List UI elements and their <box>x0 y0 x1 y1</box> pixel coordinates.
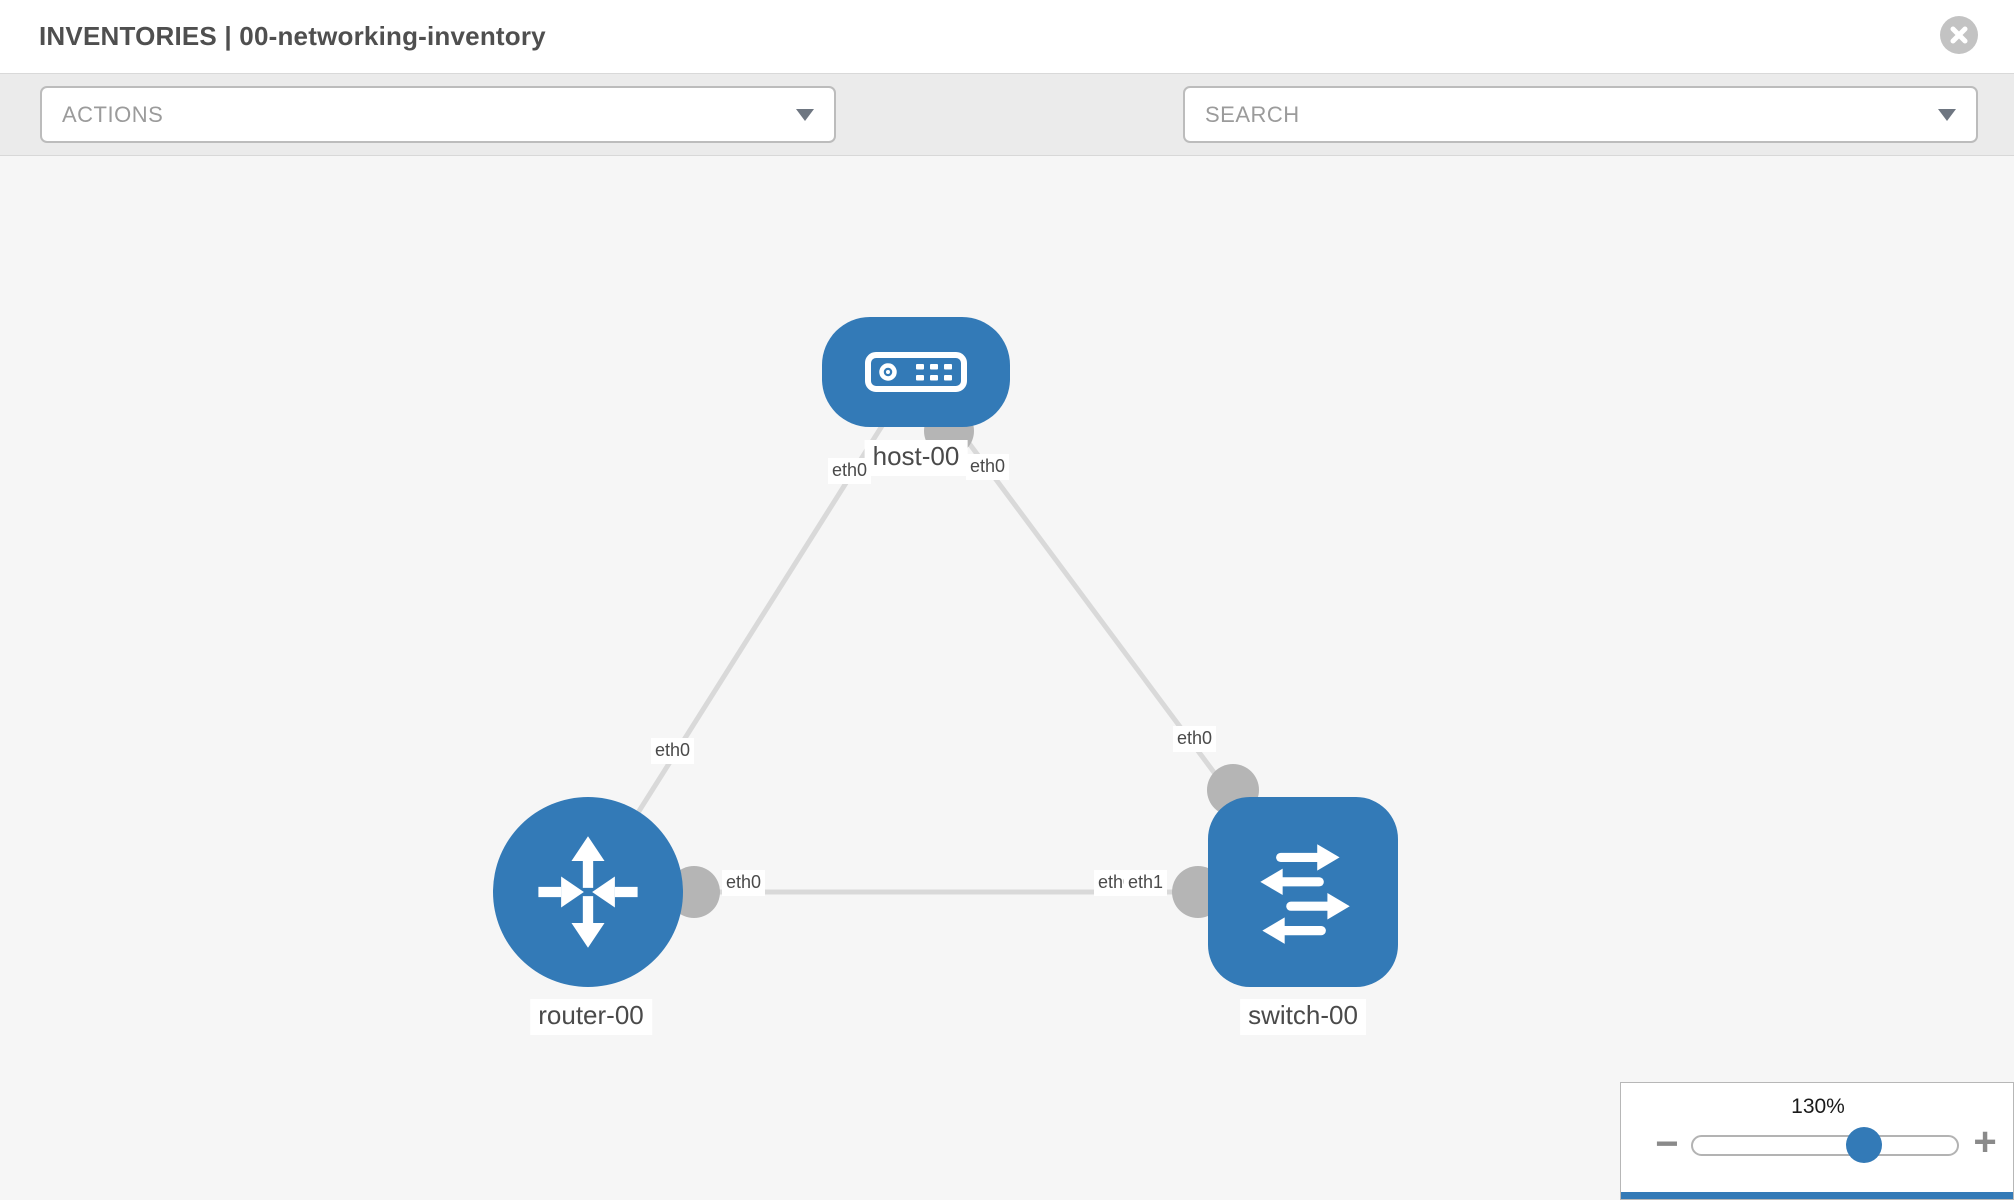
host-icon <box>865 352 967 392</box>
search-dropdown-label: SEARCH <box>1205 101 1300 127</box>
zoom-panel: 130% − + <box>1620 1082 2014 1200</box>
header: INVENTORIES | 00-networking-inventory <box>0 0 2014 74</box>
node-label-host: host-00 <box>864 440 968 476</box>
iface-label: eth0 <box>828 458 872 484</box>
node-router-00[interactable] <box>493 797 683 987</box>
node-label-router: router-00 <box>530 999 652 1035</box>
iface-label: eth0 <box>1173 726 1217 752</box>
close-button[interactable] <box>1940 16 1978 54</box>
node-label-switch: switch-00 <box>1240 999 1366 1035</box>
close-icon <box>1950 26 1968 44</box>
page-title: INVENTORIES | 00-networking-inventory <box>39 21 546 51</box>
toolbar: ACTIONS SEARCH <box>0 74 2014 204</box>
zoom-value: 130% <box>1791 1095 1845 1118</box>
search-dropdown[interactable]: SEARCH <box>1183 86 1978 143</box>
chevron-down-icon <box>1938 108 1956 121</box>
iface-label: eth0 <box>722 870 766 896</box>
zoom-slider-handle[interactable] <box>1846 1127 1882 1163</box>
zoom-slider-track[interactable] <box>1691 1135 1959 1156</box>
actions-dropdown[interactable]: ACTIONS <box>40 86 836 143</box>
node-host-00[interactable] <box>822 317 1010 427</box>
iface-label: eth0 <box>966 454 1010 480</box>
switch-icon <box>1260 844 1350 944</box>
topology-canvas[interactable] <box>0 156 2014 1200</box>
zoom-in-button[interactable]: + <box>1973 1120 1997 1164</box>
node-switch-00[interactable] <box>1208 797 1398 987</box>
zoom-out-button[interactable]: − <box>1655 1122 1679 1166</box>
iface-label: eth0 <box>651 738 695 764</box>
iface-label: eth1 <box>1124 870 1168 896</box>
actions-dropdown-label: ACTIONS <box>62 101 164 127</box>
router-icon <box>538 836 638 948</box>
chevron-down-icon <box>796 108 814 121</box>
zoom-panel-accent-strip <box>1621 1192 2013 1199</box>
